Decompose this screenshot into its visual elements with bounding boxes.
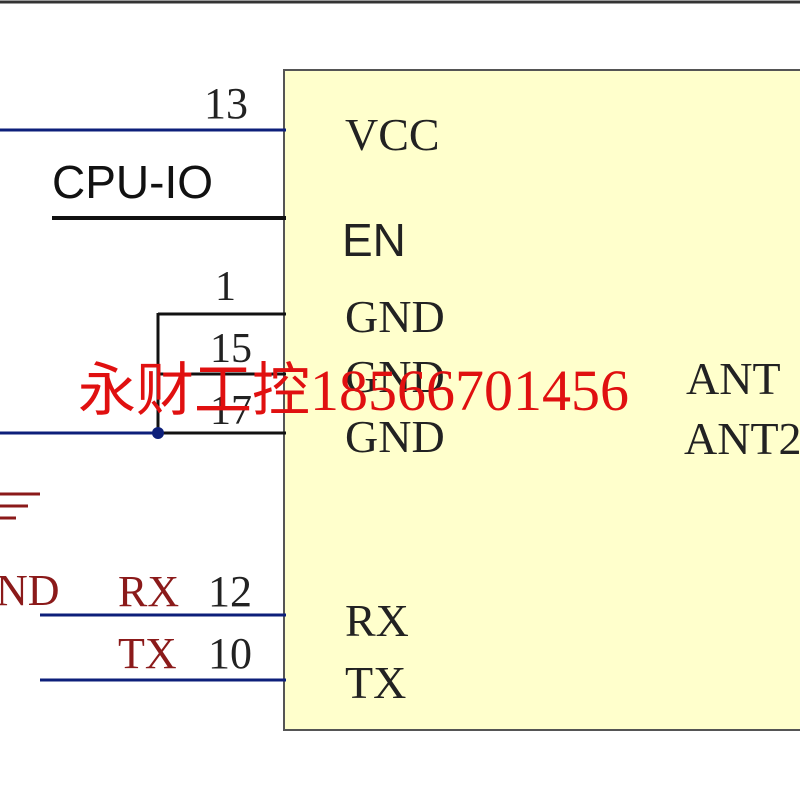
net-label-tx: TX bbox=[118, 629, 177, 678]
pin-name-tx: TX bbox=[345, 657, 406, 708]
pin-number-vcc: 13 bbox=[204, 79, 248, 128]
pin-name-vcc: VCC bbox=[345, 109, 440, 160]
watermark-text: 永财工控18566701456 bbox=[78, 358, 629, 423]
chip-body bbox=[283, 69, 800, 731]
net-label-cpu-io: CPU-IO bbox=[52, 156, 213, 208]
pin-name-rx: RX bbox=[345, 595, 409, 646]
pin-name-ant: ANT bbox=[686, 353, 781, 404]
pin-number-gnd15: 15 bbox=[210, 326, 252, 372]
pin-name-ant2: ANT2 bbox=[684, 413, 800, 464]
net-label-gnd: ND bbox=[0, 566, 60, 615]
pin-name-gnd1: GND bbox=[345, 291, 445, 342]
net-label-rx: RX bbox=[118, 567, 179, 616]
pin-number-gnd17: 17 bbox=[210, 388, 252, 434]
pin-name-gnd17: GND bbox=[345, 411, 445, 462]
junction-dot bbox=[152, 427, 164, 439]
pin-name-gnd15: GND bbox=[345, 351, 445, 402]
pin-number-rx: 12 bbox=[208, 567, 252, 616]
pin-name-en: EN bbox=[342, 214, 406, 266]
pin-number-gnd1: 1 bbox=[215, 264, 236, 310]
pin-number-tx: 10 bbox=[208, 629, 252, 678]
